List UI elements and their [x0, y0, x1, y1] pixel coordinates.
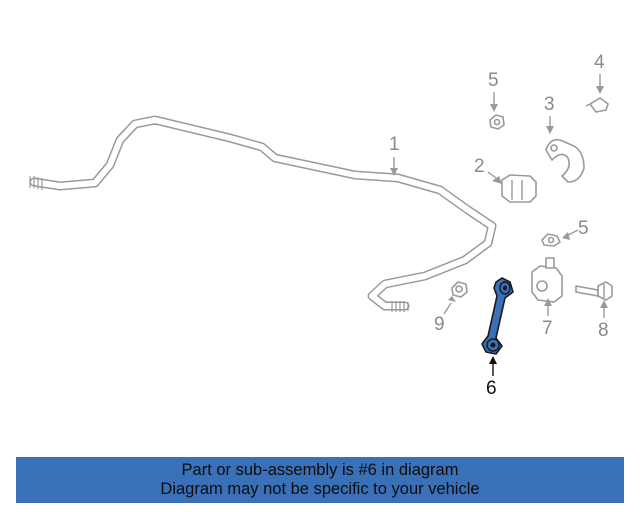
callout-8: 8 — [598, 320, 609, 341]
bushing — [501, 174, 537, 203]
nut-lower — [541, 233, 561, 247]
nut-upper — [489, 114, 505, 130]
callout-5-lower: 5 — [578, 218, 589, 239]
callout-9: 9 — [434, 314, 445, 335]
callout-6: 6 — [486, 378, 497, 399]
callout-1: 1 — [389, 134, 400, 155]
callout-3-arrow — [546, 116, 554, 134]
callout-5-upper: 5 — [488, 70, 499, 91]
info-banner: Part or sub-assembly is #6 in diagram Di… — [16, 457, 624, 503]
callout-2-arrow — [487, 171, 502, 184]
callout-4: 4 — [594, 52, 605, 73]
callout-6-arrow — [489, 356, 497, 376]
bracket — [545, 138, 585, 183]
callout-7: 7 — [542, 318, 553, 339]
callout-2: 2 — [474, 156, 485, 177]
nut-9 — [451, 281, 468, 298]
callout-4-arrow — [596, 74, 604, 94]
callout-7-arrow — [544, 298, 552, 316]
banner-line-1: Part or sub-assembly is #6 in diagram — [181, 461, 459, 479]
parts-diagram: 1 2 3 4 5 — [29, 52, 613, 399]
stabilizer-bar — [29, 115, 497, 312]
callout-9-arrow — [443, 296, 456, 315]
callout-5-upper-arrow — [490, 92, 498, 112]
callout-1-arrow — [390, 157, 398, 176]
bolt-long — [575, 281, 613, 301]
link-bracket — [531, 257, 563, 303]
callout-8-arrow — [600, 300, 608, 318]
callout-5-lower-arrow — [562, 229, 579, 240]
stabilizer-link — [481, 277, 514, 355]
banner-line-2: Diagram may not be specific to your vehi… — [160, 480, 480, 498]
callout-3: 3 — [544, 94, 555, 115]
bolt-top — [585, 97, 609, 113]
